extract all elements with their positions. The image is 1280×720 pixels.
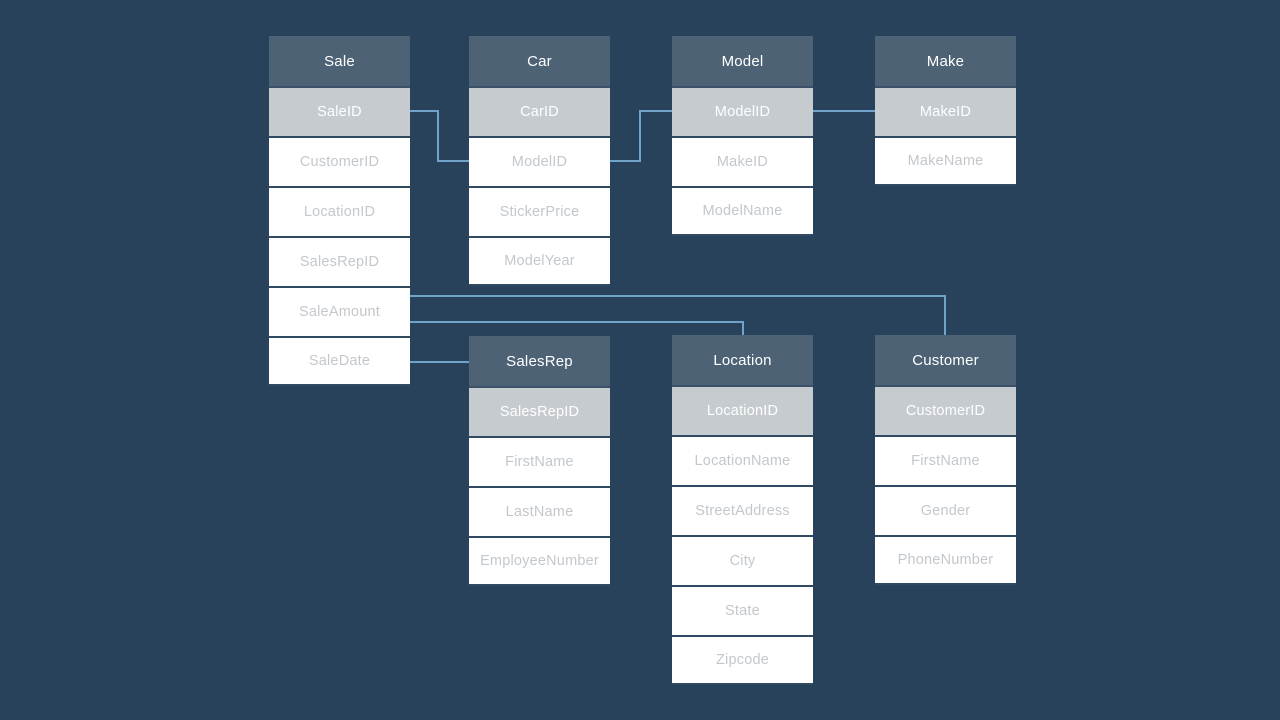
relationship-line [610,110,672,162]
entity-field[interactable]: ModelYear [469,236,610,286]
entity-field[interactable]: StickerPrice [469,186,610,236]
entity-field[interactable]: StreetAddress [672,485,813,535]
relationship-line [410,110,469,162]
entity-field[interactable]: FirstName [875,435,1016,485]
entity-title: Model [672,36,813,86]
primary-key-field[interactable]: SaleID [269,86,410,136]
primary-key-field[interactable]: MakeID [875,86,1016,136]
entity-title: Customer [875,335,1016,385]
entity-field[interactable]: EmployeeNumber [469,536,610,586]
entity-field[interactable]: Zipcode [672,635,813,685]
entity-title: Sale [269,36,410,86]
entity-field[interactable]: MakeID [672,136,813,186]
entity-field[interactable]: LocationName [672,435,813,485]
entity-field[interactable]: LastName [469,486,610,536]
entity-field[interactable]: SaleDate [269,336,410,386]
entity-field[interactable]: PhoneNumber [875,535,1016,585]
primary-key-field[interactable]: LocationID [672,385,813,435]
primary-key-field[interactable]: ModelID [672,86,813,136]
entity-field[interactable]: City [672,535,813,585]
primary-key-field[interactable]: CustomerID [875,385,1016,435]
entity-field[interactable]: Gender [875,485,1016,535]
entity-title: Location [672,335,813,385]
entity-field[interactable]: SalesRepID [269,236,410,286]
relationship-line [410,321,744,336]
entity-field[interactable]: SaleAmount [269,286,410,336]
entity-field[interactable]: ModelName [672,186,813,236]
entity-field[interactable]: State [672,585,813,635]
entity-field[interactable]: MakeName [875,136,1016,186]
primary-key-field[interactable]: SalesRepID [469,386,610,436]
entity-title: Make [875,36,1016,86]
primary-key-field[interactable]: CarID [469,86,610,136]
entity-title: Car [469,36,610,86]
relationship-line [410,295,946,336]
entity-field[interactable]: FirstName [469,436,610,486]
entity-field[interactable]: CustomerID [269,136,410,186]
entity-field[interactable]: ModelID [469,136,610,186]
entity-field[interactable]: LocationID [269,186,410,236]
entity-title: SalesRep [469,336,610,386]
